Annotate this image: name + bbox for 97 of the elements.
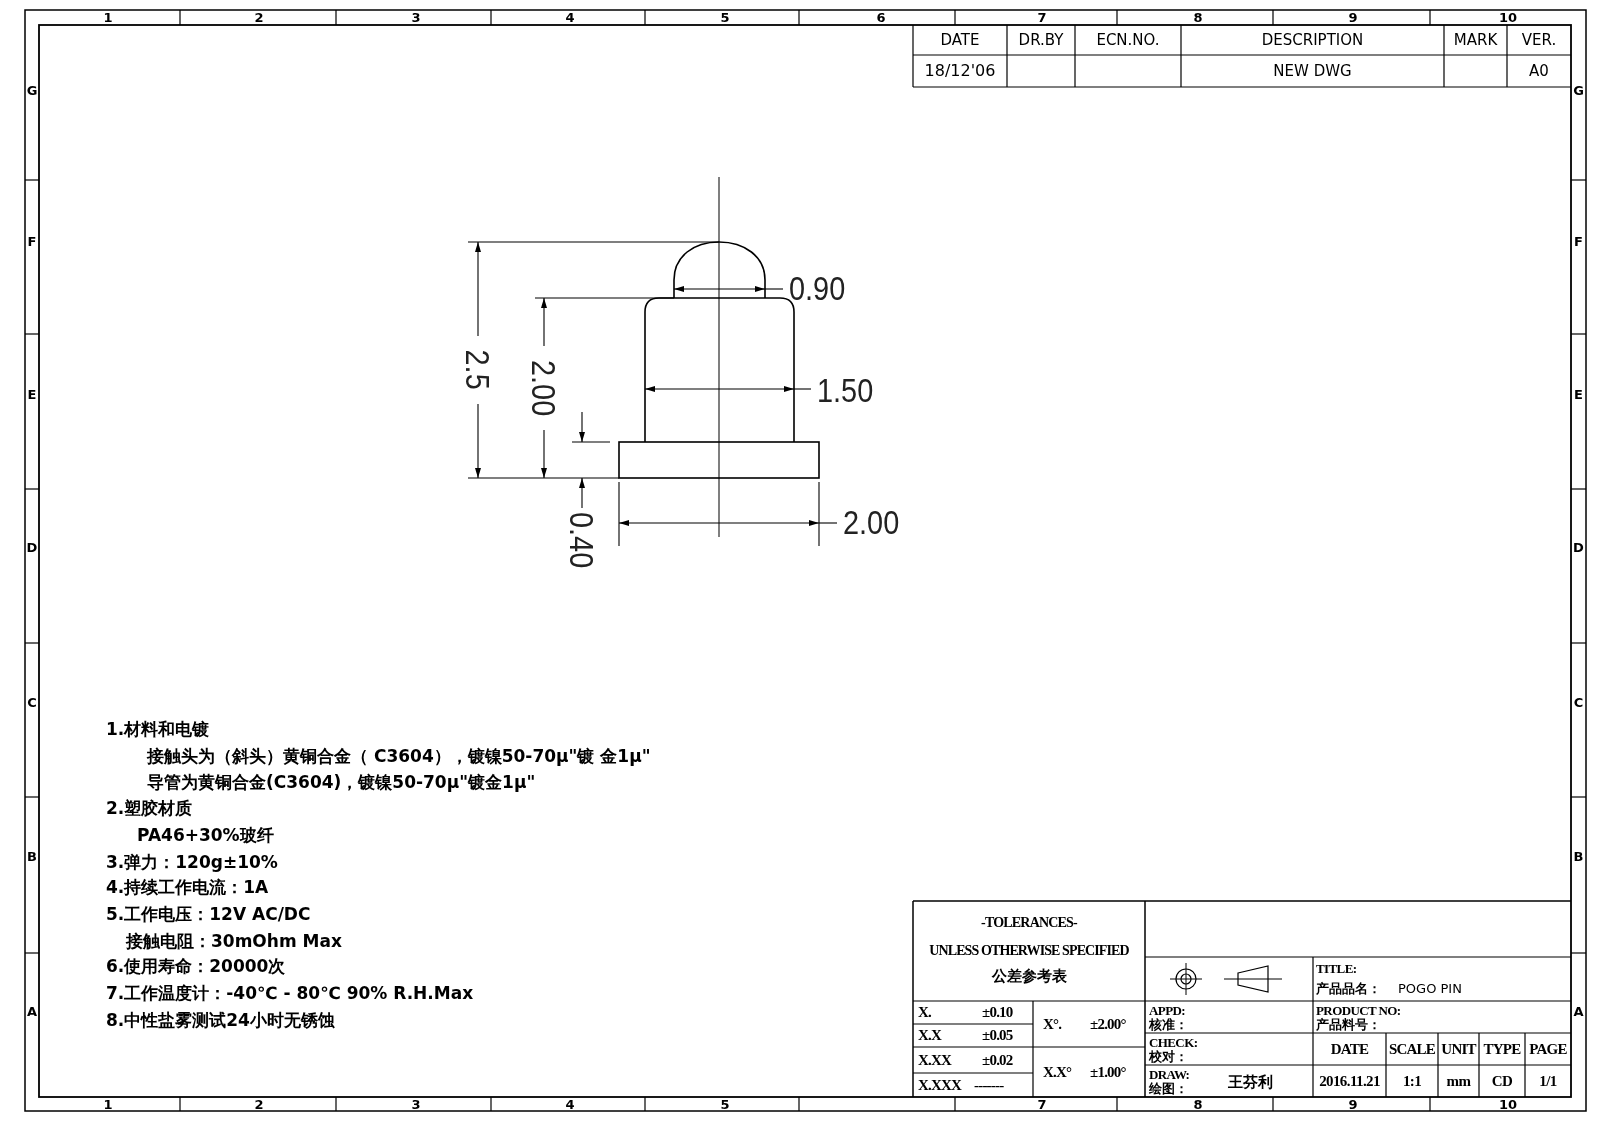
- column-header: DR.BY: [1018, 32, 1064, 48]
- zone-number: 9: [1348, 11, 1358, 24]
- zone-number: 6: [876, 11, 886, 24]
- tolerance-value: ±0.10: [982, 1005, 1013, 1020]
- revision-description: NEW DWG: [1273, 63, 1352, 79]
- field-value: mm: [1446, 1073, 1471, 1089]
- column-header: MARK: [1453, 32, 1498, 48]
- zone-letter: B: [27, 849, 37, 863]
- column-header: UNIT: [1441, 1041, 1476, 1057]
- tolerance-value: X.XXX: [918, 1077, 962, 1093]
- field-label: CHECK:: [1149, 1036, 1198, 1049]
- dimension-text: 2.5: [461, 349, 495, 391]
- zone-letter: B: [1573, 849, 1584, 863]
- zone-number: 4: [565, 11, 575, 24]
- zone-number: 3: [411, 1097, 421, 1111]
- field-label: PRODUCT NO:: [1316, 1004, 1401, 1017]
- zone-number: 7: [1037, 1097, 1047, 1111]
- field-value: CD: [1491, 1073, 1513, 1089]
- field-value: POGO PIN: [1398, 981, 1462, 995]
- zone-letter: D: [1573, 540, 1584, 554]
- column-header: VER.: [1521, 32, 1557, 48]
- tolerance-value: ±1.00°: [1090, 1064, 1126, 1080]
- field-label: TITLE:: [1316, 962, 1357, 975]
- zone-number: 2: [254, 11, 264, 24]
- tolerance-heading: 公差参考表: [991, 968, 1067, 984]
- column-header: DATE: [940, 32, 980, 48]
- zone-number: 2: [254, 1097, 264, 1111]
- zone-letter: F: [27, 234, 37, 248]
- tolerance-value: X°.: [1043, 1016, 1062, 1032]
- note-text: 2.塑胶材质: [106, 799, 193, 817]
- zone-letter: G: [26, 83, 38, 97]
- zone-number: 8: [1193, 1097, 1203, 1111]
- note-text: PA46+30%玻纤: [137, 826, 274, 844]
- dimension-text: 2.00: [527, 359, 561, 417]
- zone-number: 3: [411, 11, 421, 24]
- drafter-name: 王芬利: [1227, 1074, 1273, 1090]
- zone-number: 9: [1348, 1097, 1358, 1111]
- dimension-text: 0.90: [788, 271, 846, 305]
- column-header: DATE: [1330, 1041, 1369, 1057]
- field-value: 1:1: [1402, 1073, 1422, 1089]
- zone-letter: A: [26, 1004, 38, 1018]
- field-label: 绘图：: [1149, 1082, 1188, 1095]
- dimension-text: 2.00: [842, 505, 900, 539]
- field-label: APPD:: [1149, 1004, 1185, 1017]
- zone-letter: E: [27, 387, 37, 401]
- tolerance-heading: UNLESS OTHERWISE SPECIFIED: [929, 944, 1129, 958]
- zone-letter: C: [27, 695, 37, 709]
- tolerance-value: ±0.05: [982, 1028, 1013, 1043]
- note-text: 导管为黄铜合金(C3604)，镀镍50-70μ"镀金1μ": [147, 773, 536, 791]
- zone-letter: C: [1573, 695, 1584, 709]
- tolerance-value: X.X: [918, 1028, 941, 1043]
- revision-version: A0: [1529, 63, 1549, 79]
- zone-letter: G: [1573, 83, 1584, 97]
- field-label: 产品品名：: [1316, 981, 1381, 995]
- tolerance-value: X.: [918, 1005, 931, 1020]
- zone-letter: D: [26, 540, 38, 554]
- tolerance-value: X.XX: [918, 1052, 952, 1068]
- note-text: 6.使用寿命：20000次: [106, 957, 286, 975]
- note-text: 接触头为（斜头）黄铜合金（ C3604），镀镍50-70μ"镀 金1μ": [147, 747, 651, 765]
- zone-number: 1: [103, 11, 113, 24]
- dimension-text: 0.40: [565, 511, 599, 569]
- zone-number: 7: [1037, 11, 1047, 24]
- field-label: 核准：: [1149, 1018, 1188, 1031]
- revision-date: 18/12'06: [924, 63, 996, 79]
- zone-number: 10: [1498, 1097, 1518, 1111]
- note-text: 5.工作电压：12V AC/DC: [106, 905, 311, 923]
- zone-letter: E: [1574, 387, 1583, 401]
- column-header: TYPE: [1483, 1041, 1521, 1057]
- zone-letter: A: [1573, 1004, 1584, 1018]
- tolerance-value: ±0.02: [982, 1052, 1013, 1068]
- column-header: SCALE: [1389, 1041, 1435, 1057]
- tolerance-value: -------: [974, 1077, 1004, 1093]
- note-text: 1.材料和电镀: [106, 720, 210, 738]
- tolerance-heading: -TOLERANCES-: [981, 916, 1077, 930]
- note-text: 4.持续工作电流：1A: [106, 878, 269, 896]
- column-header: ECN.NO.: [1096, 32, 1160, 48]
- zone-number: 8: [1193, 11, 1203, 24]
- note-text: 接触电阻：30mOhm Max: [126, 932, 342, 950]
- zone-number: 10: [1498, 11, 1518, 24]
- zone-number: 1: [103, 1097, 113, 1111]
- field-value: 2016.11.21: [1319, 1073, 1380, 1089]
- note-text: 7.工作温度计：-40℃ - 80℃ 90% R.H.Max: [106, 984, 474, 1002]
- zone-number: 5: [720, 1097, 730, 1111]
- tolerance-value: ±2.00°: [1090, 1016, 1126, 1032]
- zone-number: 5: [720, 11, 730, 24]
- note-text: 8.中性盐雾测试24小时无锈蚀: [106, 1011, 335, 1029]
- field-label: 校对：: [1149, 1050, 1188, 1063]
- field-label: DRAW:: [1149, 1068, 1190, 1081]
- tolerance-value: X.X°: [1043, 1064, 1072, 1080]
- zone-letter: F: [1574, 234, 1583, 248]
- dimension-text: 1.50: [816, 373, 874, 407]
- column-header: DESCRIPTION: [1261, 32, 1364, 48]
- note-text: 3.弹力：120g±10%: [106, 853, 278, 871]
- column-header: PAGE: [1529, 1041, 1567, 1057]
- field-label: 产品料号：: [1316, 1018, 1381, 1031]
- field-value: 1/1: [1539, 1073, 1557, 1089]
- zone-number: 4: [565, 1097, 575, 1111]
